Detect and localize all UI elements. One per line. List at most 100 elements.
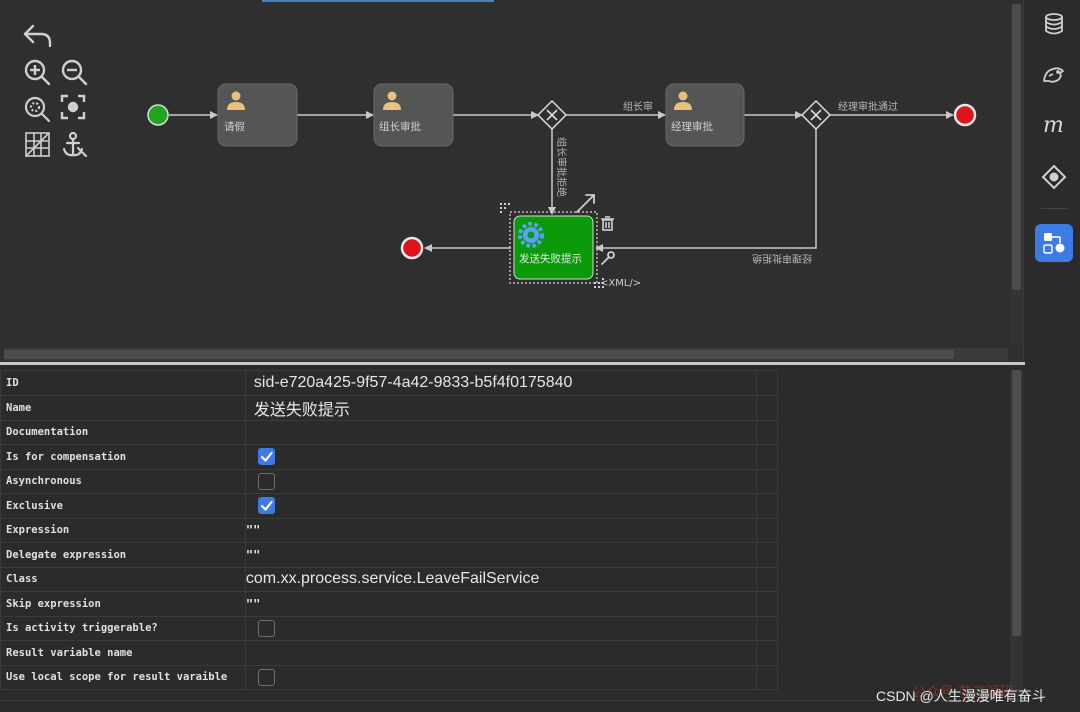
property-name: Use local scope for result varaible xyxy=(0,664,246,690)
undo-icon[interactable] xyxy=(23,24,52,48)
property-value[interactable] xyxy=(244,664,758,690)
property-extra-cell xyxy=(756,468,778,494)
wrench-icon[interactable] xyxy=(601,251,615,265)
connect-arrow-icon[interactable] xyxy=(576,194,595,213)
property-name: Exclusive xyxy=(0,493,246,519)
properties-vertical-scroll-thumb[interactable] xyxy=(1012,370,1021,636)
property-value[interactable]: "" xyxy=(244,591,758,617)
property-value[interactable]: 发送失败提示 xyxy=(244,394,758,421)
start-event[interactable] xyxy=(147,104,169,126)
property-value[interactable] xyxy=(244,419,758,445)
property-name: Expression xyxy=(0,517,246,543)
user-icon xyxy=(383,91,401,110)
properties-panel: ID sid-e720a425-9f57-4a42-9833-b5f4f01758… xyxy=(0,368,1024,698)
task-send-fail-label: 发送失败提示 xyxy=(519,252,582,265)
resize-handle-bottom-right[interactable] xyxy=(594,278,604,288)
property-value[interactable] xyxy=(244,493,758,519)
end-event-fail[interactable] xyxy=(400,236,424,260)
property-checkbox[interactable] xyxy=(257,619,275,637)
bpmn-diagram-icon[interactable] xyxy=(1035,224,1073,262)
task-leave[interactable]: 请假 xyxy=(217,83,298,147)
flow-label-manager-pass: 经理审批通过 xyxy=(838,100,898,113)
panel-splitter[interactable] xyxy=(0,362,1025,365)
task-leader-approve[interactable]: 组长审批 xyxy=(373,83,454,147)
property-value[interactable] xyxy=(244,615,758,641)
task-leave-label: 请假 xyxy=(224,120,245,133)
property-row: Delegate expression"" xyxy=(0,542,778,568)
grid-icon[interactable] xyxy=(25,132,50,157)
property-value[interactable]: com.xx.process.service.LeaveFailService xyxy=(244,566,758,592)
database-icon[interactable] xyxy=(1035,5,1073,43)
xml-hint[interactable]: <XML/> xyxy=(600,278,641,289)
property-value-text: "" xyxy=(245,523,261,538)
property-value[interactable] xyxy=(244,468,758,494)
gear-icon xyxy=(518,222,544,248)
property-value-text: sid-e720a425-9f57-4a42-9833-b5f4f0175840 xyxy=(253,373,573,391)
canvas-vertical-scrollbar[interactable] xyxy=(1010,4,1023,344)
zoom-out-icon[interactable] xyxy=(61,59,88,86)
property-row: Is for compensation xyxy=(0,444,778,470)
zoom-actual-icon[interactable] xyxy=(24,96,51,123)
flow-manager-reject[interactable] xyxy=(595,129,817,252)
property-checkbox[interactable] xyxy=(257,448,275,466)
task-send-fail-selected[interactable]: 发送失败提示 xyxy=(509,211,598,284)
property-value[interactable]: "" xyxy=(244,517,758,543)
anchor-icon[interactable] xyxy=(62,131,88,158)
property-row: Is activity triggerable? xyxy=(0,615,778,641)
property-extra-cell xyxy=(756,591,778,617)
property-name: Delegate expression xyxy=(0,542,246,568)
property-checkbox[interactable] xyxy=(257,472,275,490)
zoom-in-icon[interactable] xyxy=(24,59,51,86)
canvas-horizontal-scroll-thumb[interactable] xyxy=(4,350,954,359)
property-name: Result variable name xyxy=(0,640,246,666)
zoom-fit-icon[interactable] xyxy=(60,94,86,120)
property-name: Documentation xyxy=(0,419,246,445)
property-extra-cell xyxy=(756,566,778,592)
task-manager-approve[interactable]: 经理审批 xyxy=(665,83,745,147)
property-row: Exclusive xyxy=(0,493,778,519)
property-checkbox[interactable] xyxy=(257,497,275,515)
resize-handle-top-left[interactable] xyxy=(500,203,510,213)
property-value[interactable] xyxy=(244,640,758,666)
trash-icon[interactable] xyxy=(601,216,614,231)
property-name: Asynchronous xyxy=(0,468,246,494)
bpmn-canvas[interactable]: 组长审 经理审批通过 组长审批拒绝 经理审批拒绝 请假 组长审批 xyxy=(0,0,1024,362)
property-value-text: "" xyxy=(245,596,261,611)
canvas-vertical-scroll-thumb[interactable] xyxy=(1012,4,1021,290)
task-manager-approve-label: 经理审批 xyxy=(671,120,713,133)
flow-label-manager-reject: 经理审批拒绝 xyxy=(752,252,812,265)
property-name: Skip expression xyxy=(0,591,246,617)
property-name: Is activity triggerable? xyxy=(0,615,246,641)
svg-text:m: m xyxy=(1043,113,1064,137)
flow-label-leader-pass: 组长审 xyxy=(623,100,653,113)
git-diamond-icon[interactable] xyxy=(1035,158,1073,196)
user-icon xyxy=(227,91,245,110)
mybatis-bird-icon[interactable] xyxy=(1035,56,1073,94)
exclusive-gateway-leader[interactable] xyxy=(536,99,568,131)
property-value[interactable]: sid-e720a425-9f57-4a42-9833-b5f4f0175840 xyxy=(244,370,758,396)
task-leader-approve-label: 组长审批 xyxy=(379,120,421,133)
end-event-pass[interactable] xyxy=(953,103,977,127)
property-extra-cell xyxy=(756,664,778,690)
property-name: ID xyxy=(0,370,246,396)
property-checkbox[interactable] xyxy=(257,668,275,686)
property-extra-cell xyxy=(756,370,778,396)
property-value[interactable] xyxy=(244,444,758,470)
property-row: Documentation xyxy=(0,419,778,445)
properties-vertical-scrollbar[interactable] xyxy=(1010,370,1023,696)
property-extra-cell xyxy=(756,542,778,568)
property-extra-cell xyxy=(756,419,778,445)
maven-m-icon[interactable]: m xyxy=(1035,106,1073,144)
property-row: Result variable name xyxy=(0,640,778,666)
status-bar xyxy=(0,700,1025,712)
property-extra-cell xyxy=(756,615,778,641)
sidebar-divider xyxy=(1041,208,1067,209)
properties-table: ID sid-e720a425-9f57-4a42-9833-b5f4f01758… xyxy=(0,370,778,690)
exclusive-gateway-manager[interactable] xyxy=(800,99,832,131)
canvas-horizontal-scrollbar[interactable] xyxy=(4,348,1008,361)
right-tool-sidebar: m xyxy=(1025,0,1080,712)
watermark: CSDN @人生漫漫唯有奋斗 xyxy=(876,688,1046,704)
property-value[interactable]: "" xyxy=(244,542,758,568)
